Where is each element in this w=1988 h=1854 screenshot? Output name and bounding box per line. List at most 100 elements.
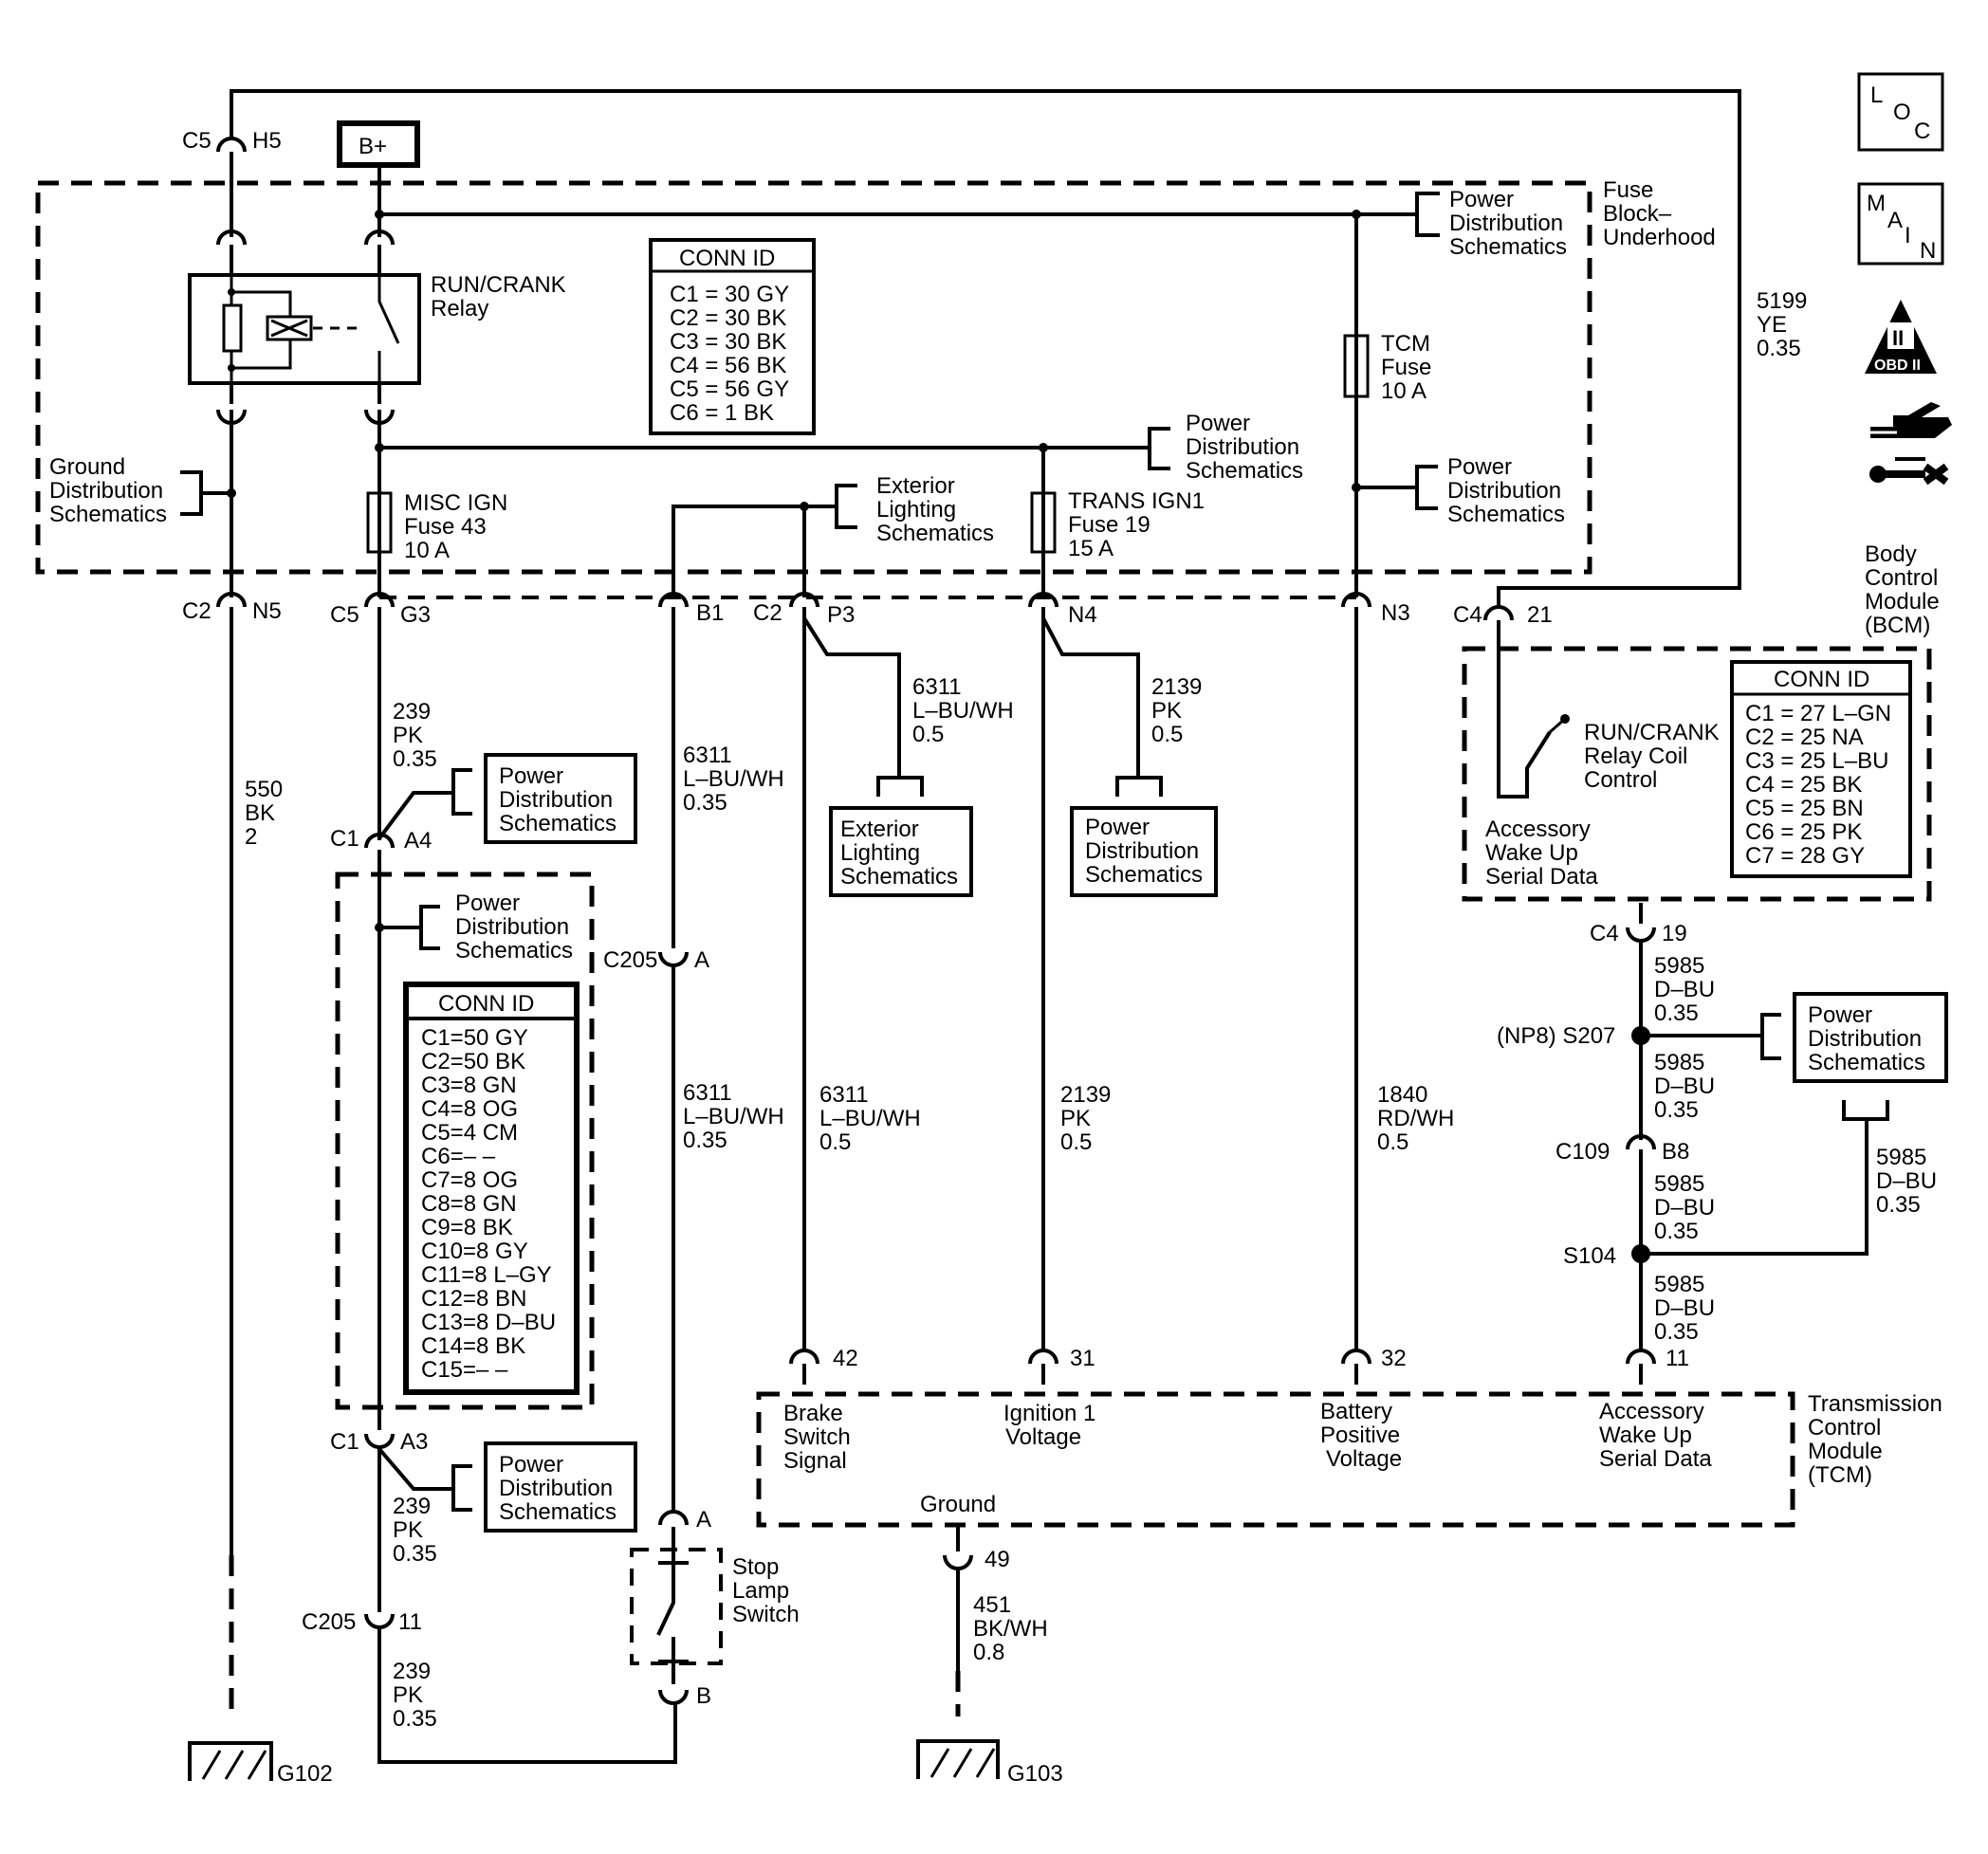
svg-text:L–BU/WH: L–BU/WH (683, 1104, 784, 1129)
svg-text:Schematics: Schematics (499, 811, 617, 836)
svg-text:Power: Power (455, 890, 520, 916)
svg-text:Distribution: Distribution (455, 914, 569, 940)
svg-text:C4 = 56 BK: C4 = 56 BK (670, 353, 786, 378)
svg-text:N4: N4 (1068, 602, 1097, 628)
svg-text:6311: 6311 (683, 743, 732, 768)
wire-label-5985b: 5985 D–BU 0.35 (1654, 1050, 1715, 1123)
svg-text:0.5: 0.5 (1060, 1129, 1092, 1155)
connector-tcm-49 (943, 1554, 973, 1570)
svg-text:239: 239 (393, 1494, 431, 1519)
svg-text:31: 31 (1070, 1346, 1095, 1371)
svg-text:I: I (1905, 223, 1911, 248)
svg-text:PK: PK (393, 1682, 423, 1708)
svg-text:Power: Power (499, 763, 563, 789)
pds-ref-right[interactable]: Power Distribution Schematics (1356, 454, 1565, 527)
wire-5199 (230, 89, 1741, 607)
svg-text:C5 = 56 GY: C5 = 56 GY (670, 376, 789, 402)
svg-text:Schematics: Schematics (1808, 1050, 1925, 1075)
svg-text:Positive: Positive (1320, 1423, 1400, 1448)
svg-text:Schematics: Schematics (49, 502, 167, 527)
pds-ref-top[interactable]: Power Distribution Schematics (1415, 187, 1567, 260)
svg-text:Battery: Battery (1320, 1399, 1392, 1424)
svg-text:C205: C205 (603, 947, 657, 973)
pds-ref-box[interactable]: Power Distribution Schematics (1070, 776, 1218, 897)
svg-text:Schematics: Schematics (1085, 862, 1203, 888)
obd-ii-icon[interactable]: II OBD II (1865, 300, 1937, 374)
svg-text:CONN ID: CONN ID (1774, 667, 1869, 692)
svg-text:A: A (1887, 208, 1903, 233)
svg-text:42: 42 (833, 1346, 858, 1371)
svg-text:A: A (694, 947, 709, 973)
svg-text:C6=– –: C6=– – (421, 1144, 496, 1169)
pds-ref-c1a3[interactable]: Power Distribution Schematics (451, 1441, 637, 1533)
main-icon[interactable]: M A I N (1857, 182, 1944, 266)
wire-label-5985a: 5985 D–BU 0.35 (1654, 953, 1715, 1026)
relay-label: RUN/CRANK Relay (431, 272, 566, 321)
svg-text:B8: B8 (1662, 1139, 1689, 1165)
svg-text:0.5: 0.5 (1377, 1129, 1408, 1155)
svg-text:1840: 1840 (1377, 1082, 1427, 1108)
svg-text:Schematics: Schematics (455, 938, 573, 964)
svg-text:C1 = 27 L–GN: C1 = 27 L–GN (1745, 701, 1891, 726)
svg-text:G103: G103 (1007, 1761, 1063, 1787)
svg-text:B: B (696, 1683, 711, 1709)
loc-icon[interactable]: L O C (1857, 72, 1944, 152)
svg-text:C6 = 25 PK: C6 = 25 PK (1745, 819, 1862, 845)
pds-ref-s207[interactable]: Power Distribution Schematics (1641, 992, 1948, 1083)
svg-text:Power: Power (1808, 1002, 1872, 1028)
svg-text:TCM: TCM (1381, 331, 1430, 357)
svg-text:49: 49 (985, 1547, 1010, 1572)
exterior-lighting-ref-top[interactable]: Exterior Lighting Schematics (804, 473, 994, 546)
wire-label-5199: 5199 YE 0.35 (1757, 288, 1807, 361)
svg-text:D–BU: D–BU (1654, 977, 1715, 1002)
tcm-connectors (789, 1349, 1656, 1385)
svg-text:C14=8 BK: C14=8 BK (421, 1333, 525, 1359)
svg-text:19: 19 (1662, 921, 1687, 946)
svg-text:Schematics: Schematics (840, 864, 958, 890)
svg-text:Block–: Block– (1603, 201, 1672, 227)
fuse-block-conn-id-table: CONN ID C1 = 30 GY C2 = 30 BK C3 = 30 BK… (649, 238, 816, 435)
misc-ign-fuse-43 (366, 489, 393, 597)
pds-ref-inline[interactable]: Power Distribution Schematics (379, 890, 573, 964)
ground-g102: G102 (188, 1741, 333, 1787)
pds-ref-c1a4[interactable]: Power Distribution Schematics (451, 753, 637, 844)
svg-text:Serial Data: Serial Data (1599, 1446, 1712, 1472)
inline-conn-id-table: CONN ID C1=50 GY C2=50 BK C3=8 GN C4=8 O… (403, 982, 580, 1395)
svg-text:0.5: 0.5 (1151, 722, 1183, 747)
hand-wrench-icon[interactable] (1869, 402, 1952, 486)
svg-text:C4: C4 (1453, 602, 1482, 628)
svg-text:C2 = 25 NA: C2 = 25 NA (1745, 725, 1864, 750)
svg-text:Voltage: Voltage (1005, 1424, 1081, 1450)
svg-text:Serial Data: Serial Data (1485, 864, 1598, 890)
svg-text:Exterior: Exterior (876, 473, 955, 499)
svg-text:Fuse 43: Fuse 43 (404, 514, 487, 540)
exterior-lighting-ref-box[interactable]: Exterior Lighting Schematics (829, 776, 973, 897)
svg-text:15 A: 15 A (1068, 536, 1114, 561)
svg-text:Accessory: Accessory (1599, 1399, 1704, 1424)
svg-text:C8=8 GN: C8=8 GN (421, 1191, 517, 1217)
connector-label: H5 (252, 128, 282, 154)
svg-text:Distribution: Distribution (499, 1476, 613, 1501)
svg-text:Power: Power (1447, 454, 1512, 480)
svg-text:N5: N5 (252, 598, 282, 624)
svg-text:Fuse 19: Fuse 19 (1068, 512, 1150, 538)
svg-text:Distribution: Distribution (1085, 838, 1199, 864)
svg-text:OBD II: OBD II (1874, 358, 1921, 374)
pds-ref-mid[interactable]: Power Distribution Schematics (1148, 411, 1303, 484)
svg-text:C7 = 28 GY: C7 = 28 GY (1745, 843, 1865, 869)
wire-label-239b: 239 PK 0.35 (393, 1494, 437, 1567)
tcm-battery-label: Battery Positive Voltage (1320, 1399, 1402, 1472)
connector-c1-a4 (364, 833, 395, 849)
svg-text:N3: N3 (1381, 600, 1410, 626)
svg-text:239: 239 (393, 699, 431, 725)
bcm-outline (1462, 646, 1932, 902)
svg-text:0.35: 0.35 (1654, 1000, 1699, 1026)
ground-distribution-ref[interactable]: Ground Distribution Schematics (49, 454, 236, 527)
ground-g103: G103 (916, 1739, 1063, 1787)
connector-c109-b8 (1626, 1134, 1656, 1150)
svg-text:L–BU/WH: L–BU/WH (819, 1106, 921, 1131)
svg-text:C6 = 1 BK: C6 = 1 BK (670, 400, 774, 426)
svg-text:0.35: 0.35 (1654, 1097, 1699, 1123)
svg-text:0.35: 0.35 (1757, 336, 1801, 361)
